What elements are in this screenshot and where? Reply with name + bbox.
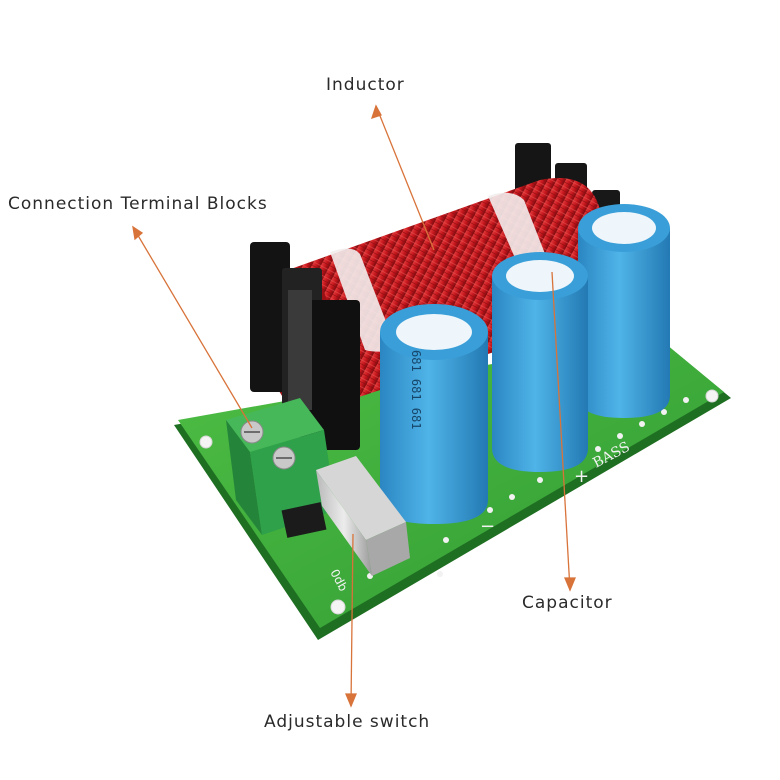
mounting-hole: [705, 389, 719, 403]
capacitor-printed-value: 681 681 681: [409, 350, 423, 429]
inductor-arrowhead: [370, 104, 382, 120]
capacitor-front: 681 681 681: [380, 304, 488, 524]
switch-knob: [281, 502, 327, 538]
adjustable-switch-label: Adjustable switch: [264, 712, 431, 732]
capacitor-arrowhead: [564, 577, 576, 592]
inductor-arrow: [375, 105, 435, 251]
switch-arrowhead: [345, 693, 357, 708]
terminal-arrowhead: [132, 225, 144, 241]
mounting-hole: [330, 599, 346, 615]
switch-arrow: [350, 533, 354, 707]
slide-switch: [281, 456, 410, 576]
mounting-hole: [199, 435, 213, 449]
callout-arrows: [132, 104, 576, 708]
inductor-core: [250, 242, 360, 450]
capacitor-arrow: [551, 271, 571, 591]
terminal-arrow: [132, 226, 253, 429]
capacitor-middle: [492, 252, 588, 472]
capacitor-rear: [578, 204, 670, 418]
inductor-label: Inductor: [326, 75, 405, 95]
pcb-minus-text: −: [480, 516, 495, 537]
capacitor-label: Capacitor: [522, 593, 613, 613]
pcb-plus-text: +: [574, 466, 589, 487]
terminal-blocks-label: Connection Terminal Blocks: [8, 194, 268, 214]
